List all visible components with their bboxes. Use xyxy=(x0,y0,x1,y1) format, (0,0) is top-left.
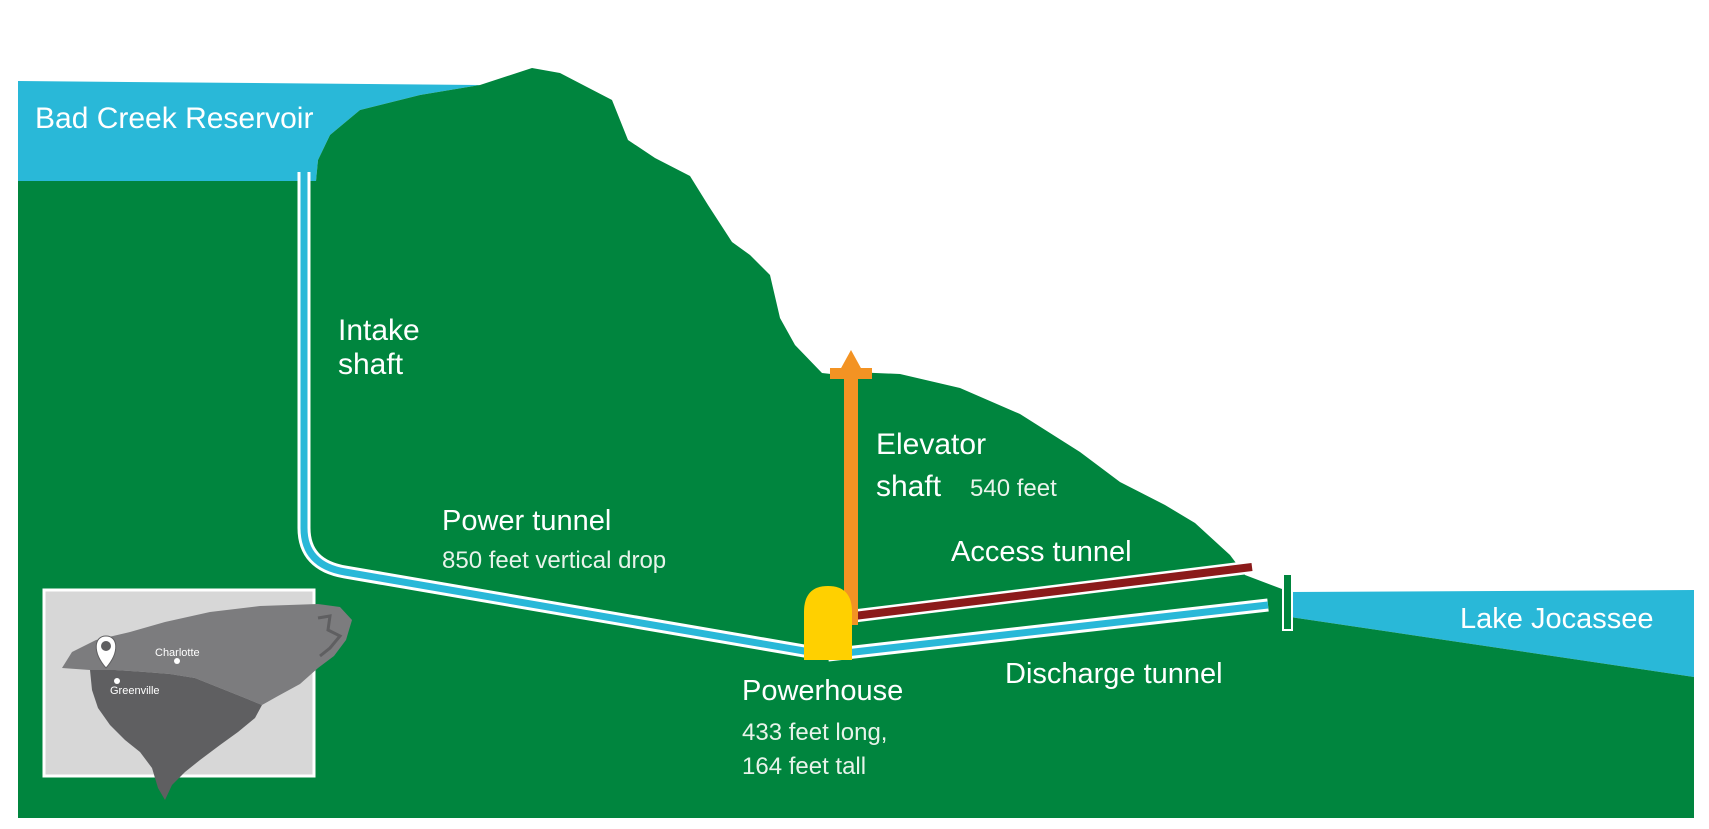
bad-creek-reservoir-water xyxy=(18,81,480,181)
inset-location-map: Charlotte Greenville xyxy=(42,588,352,800)
access-tunnel-label: Access tunnel xyxy=(951,536,1132,568)
city-label-greenville: Greenville xyxy=(110,685,160,697)
elevator-shaft-label-line1: Elevator xyxy=(876,428,987,461)
city-label-charlotte: Charlotte xyxy=(155,647,200,659)
location-pin-hole xyxy=(101,641,111,651)
powerhouse-label: Powerhouse xyxy=(742,675,904,707)
discharge-gate xyxy=(1282,573,1293,631)
coastline-detail xyxy=(317,614,343,658)
powerhouse-detail-line2: 164 feet tall xyxy=(742,752,867,780)
power-tunnel xyxy=(300,172,811,656)
intake-shaft-label: Intake shaft xyxy=(338,314,420,381)
discharge-tunnel-label: Discharge tunnel xyxy=(1005,658,1223,690)
discharge-tunnel-water xyxy=(827,601,1269,659)
greenville-dot xyxy=(114,678,120,684)
powerhouse-detail: 433 feet long, 164 feet tall xyxy=(742,716,887,783)
access-tunnel-line xyxy=(853,563,1253,620)
elevator-shaft-label-line2: shaft xyxy=(876,470,942,503)
lake-jocassee-water xyxy=(1290,590,1694,677)
charlotte-dot xyxy=(174,658,180,664)
elevator-shaft-detail: 540 feet xyxy=(970,475,1057,502)
intake-shaft-label-line1: Intake xyxy=(338,314,420,347)
intake-shaft-label-line2: shaft xyxy=(338,347,404,381)
lake-label: Lake Jocassee xyxy=(1460,603,1654,635)
reservoir-label: Bad Creek Reservoir xyxy=(35,102,314,135)
location-pin-icon xyxy=(95,635,117,669)
power-tunnel-label: Power tunnel xyxy=(442,505,612,537)
power-tunnel-detail: 850 feet vertical drop xyxy=(442,547,667,574)
north-carolina-shape xyxy=(62,604,352,705)
elevator-shaft xyxy=(844,370,858,625)
powerhouse-detail-line1: 433 feet long, xyxy=(742,719,888,746)
elevator-arrow-icon xyxy=(840,350,862,370)
south-carolina-shape xyxy=(90,670,262,800)
powerhouse-cavern xyxy=(804,586,852,660)
elevator-shaft-top-bar xyxy=(830,368,872,379)
